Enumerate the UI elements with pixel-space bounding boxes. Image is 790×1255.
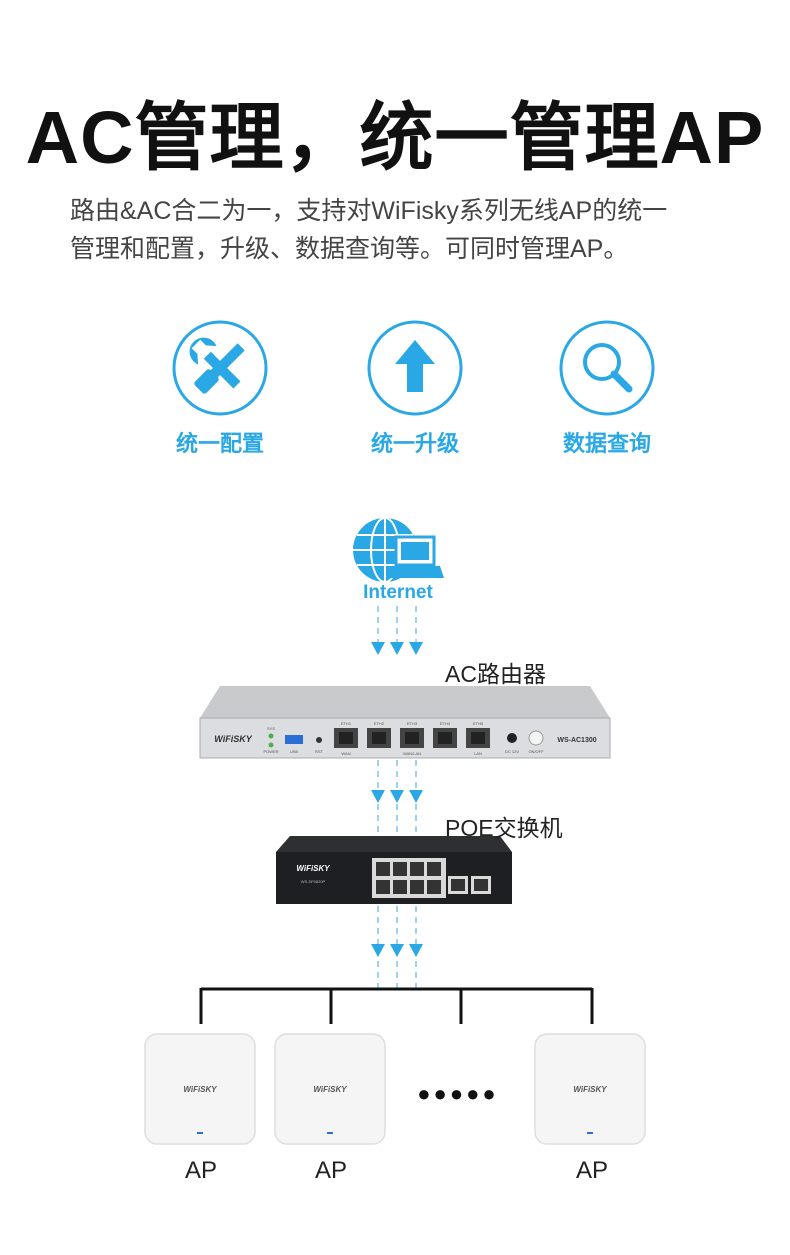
poe-switch: WiFiSKY WS-SF0820P [276, 836, 512, 904]
router-label: AC路由器 [445, 661, 546, 687]
ellipsis: ●●●●● [417, 1081, 498, 1106]
down-arrows-1 [371, 642, 423, 655]
access-point: WiFiSKY [274, 1033, 386, 1145]
ac-router: WiFiSKY SYS POWER USB RST ETH1 ETH2 ETH3… [199, 686, 611, 759]
ap-label: AP [575, 1157, 608, 1184]
feature-label: 统一配置 [175, 431, 264, 456]
rst-label: RST [315, 749, 324, 754]
feature-label: 数据查询 [562, 431, 651, 456]
feature-unified-upgrade: 统一升级 [365, 318, 465, 458]
ap-brand: WiFiSKY [313, 1085, 347, 1094]
ap-label: AP [314, 1157, 347, 1184]
dc-label: DC 12V [505, 749, 519, 754]
port-label: ETH4 [440, 721, 451, 726]
port-label: ETH5 [473, 721, 484, 726]
switch-model: WS-SF0820P [301, 879, 326, 884]
down-arrows-3 [371, 944, 423, 957]
ap-label: AP [184, 1157, 217, 1184]
port-sublabel: WAN/LAN [403, 751, 421, 756]
access-point: WiFiSKY [144, 1033, 256, 1145]
distribution-lines [199, 987, 594, 1024]
description: 路由&AC合二为一，支持对WiFisky系列无线AP的统一 管理和配置，升级、数… [70, 192, 730, 268]
router-model: WS-AC1300 [557, 737, 596, 744]
feature-label: 统一升级 [370, 431, 459, 456]
led-label-sys: SYS [267, 726, 275, 731]
port-sublabel: WAN [341, 751, 350, 756]
ap-brand: WiFiSKY [183, 1085, 217, 1094]
feature-unified-config: 统一配置 [170, 318, 270, 458]
magnifier-icon [559, 320, 655, 416]
led-label-power: POWER [263, 749, 278, 754]
access-point: WiFiSKY [534, 1033, 646, 1145]
port-label: ETH1 [341, 721, 352, 726]
wrench-screwdriver-icon [172, 320, 268, 416]
switch-brand: WiFiSKY [296, 864, 330, 873]
power-label: ON/OFF [528, 749, 544, 754]
ap-brand: WiFiSKY [573, 1085, 607, 1094]
switch-label: POE交换机 [445, 815, 563, 841]
router-brand: WiFiSKY [214, 734, 252, 744]
port-label: ETH3 [407, 721, 418, 726]
page-title: AC管理，统一管理AP [25, 96, 765, 179]
description-line-1: 路由&AC合二为一，支持对WiFisky系列无线AP的统一 [70, 197, 668, 225]
down-arrows-2 [371, 790, 423, 803]
router-ports [334, 728, 490, 748]
usb-label: USB [290, 749, 299, 754]
feature-data-query: 数据查询 [557, 318, 657, 458]
port-label: ETH2 [374, 721, 385, 726]
internet-icon [353, 517, 444, 583]
internet-label: Internet [363, 582, 433, 603]
description-line-2: 管理和配置，升级、数据查询等。可同时管理AP。 [70, 235, 629, 263]
port-sublabel: LAN [474, 751, 482, 756]
up-arrow-icon [367, 320, 463, 416]
